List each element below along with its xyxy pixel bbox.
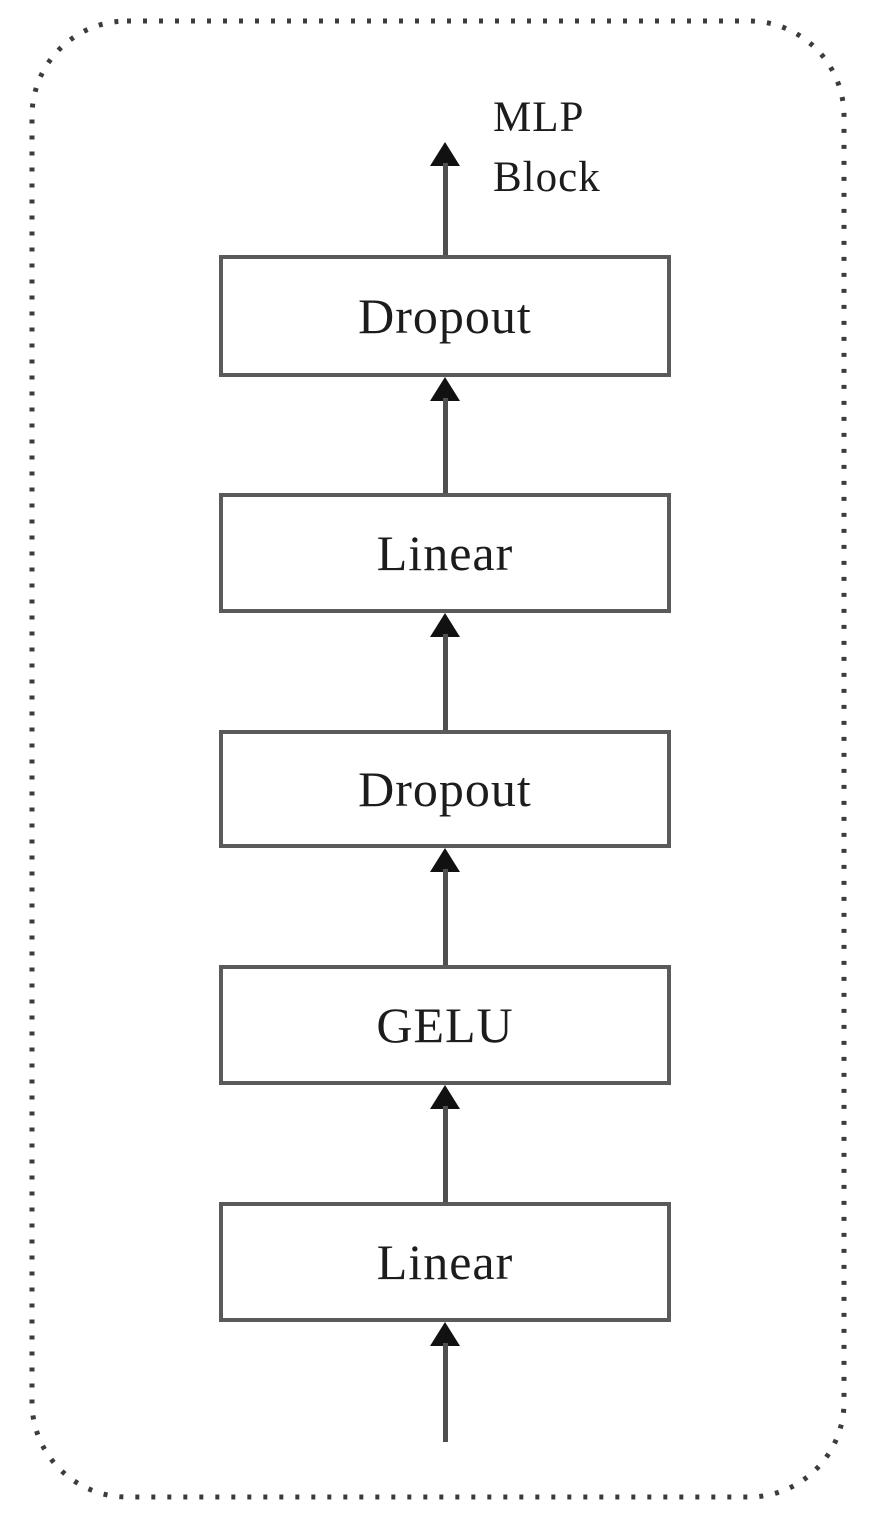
arrow-up-icon: [430, 1322, 460, 1346]
arrow-stem: [442, 634, 448, 730]
flow-arrow: [429, 377, 461, 493]
output-arrow: [429, 142, 461, 255]
arrow-stem: [442, 163, 448, 255]
node-dropout-middle: Dropout: [219, 730, 671, 848]
diagram-title: MLP Block: [493, 94, 601, 201]
node-label: Linear: [376, 1234, 514, 1290]
arrow-stem: [442, 869, 448, 965]
arrow-up-icon: [430, 142, 460, 166]
flow-arrow: [429, 613, 461, 730]
flow-arrow: [429, 1085, 461, 1202]
arrow-up-icon: [430, 1085, 460, 1109]
arrow-up-icon: [430, 848, 460, 872]
node-linear-bottom: Linear: [219, 1202, 671, 1322]
arrow-stem: [442, 1343, 448, 1442]
arrow-stem: [442, 398, 448, 493]
arrow-up-icon: [430, 613, 460, 637]
node-label: Dropout: [358, 761, 532, 817]
arrow-up-icon: [430, 377, 460, 401]
node-dropout-top: Dropout: [219, 255, 671, 377]
node-label: Linear: [376, 525, 514, 581]
node-label: GELU: [376, 997, 514, 1053]
node-linear-upper: Linear: [219, 493, 671, 613]
node-label: Dropout: [358, 288, 532, 344]
arrow-stem: [442, 1106, 448, 1202]
flow-arrow: [429, 848, 461, 965]
input-arrow: [429, 1322, 461, 1442]
node-gelu: GELU: [219, 965, 671, 1085]
